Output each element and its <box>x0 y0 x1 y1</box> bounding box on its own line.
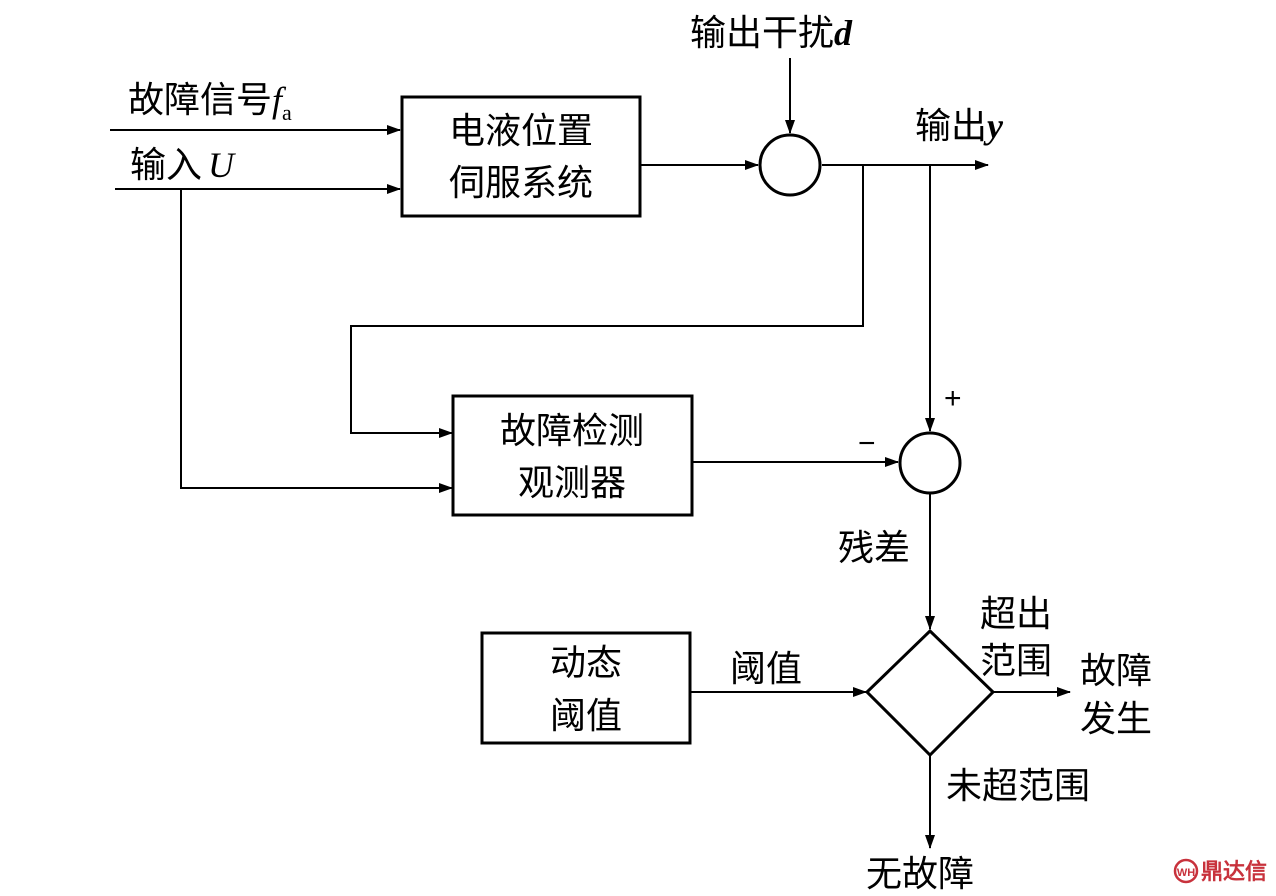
threshold-block-line2: 阈值 <box>550 696 622 737</box>
minus-sign: − <box>858 427 876 460</box>
fault-occurs-line2: 发生 <box>1080 699 1152 740</box>
servo-block-line1: 电液位置 <box>449 111 593 152</box>
exceed-label-line1: 超出 <box>980 594 1052 635</box>
plus-sign: + <box>944 382 962 415</box>
input-to-observer-wire <box>180 189 453 493</box>
fault-occurs-line1: 故障 <box>1080 651 1152 692</box>
exceed-label-line2: 范围 <box>980 641 1052 682</box>
input-text: 输入 <box>130 145 202 186</box>
observer-block-line1: 故障检测 <box>500 411 644 452</box>
servo-block-line2: 伺服系统 <box>449 163 593 204</box>
threshold-label: 阈值 <box>730 649 802 690</box>
disturbance-summing-junction <box>758 133 822 197</box>
no-fault-label: 无故障 <box>866 854 974 895</box>
watermark-logo-icon <box>1173 858 1199 884</box>
residual-summing-junction <box>898 431 962 495</box>
disturbance-text: 输出干扰 <box>690 13 834 54</box>
residual-label: 残差 <box>838 528 910 569</box>
dynamic-threshold-block <box>480 631 692 745</box>
output-symbol: y <box>983 106 1004 146</box>
output-label: 输出y <box>915 106 1004 147</box>
watermark: WH 鼎达信 <box>1173 858 1267 885</box>
threshold-decision-diamond <box>864 628 996 758</box>
observer-block-line2: 观测器 <box>518 463 626 504</box>
fault-signal-label: 故障信号fa <box>128 80 292 125</box>
fault-signal-subscript: a <box>282 100 292 125</box>
watermark-text: 鼎达信 <box>1201 859 1267 885</box>
watermark-logo-letters: WH <box>1177 867 1195 879</box>
disturbance-symbol: d <box>834 13 853 53</box>
output-text: 输出 <box>915 106 987 147</box>
fault-signal-text: 故障信号 <box>128 80 272 121</box>
output-feedback-wire <box>350 165 864 438</box>
threshold-block-line1: 动态 <box>550 643 622 684</box>
servo-system-block <box>400 95 642 218</box>
not-exceed-label: 未超范围 <box>946 766 1090 807</box>
disturbance-label: 输出干扰d <box>690 13 853 54</box>
fault-observer-block <box>451 394 694 517</box>
input-symbol: U <box>208 145 236 185</box>
